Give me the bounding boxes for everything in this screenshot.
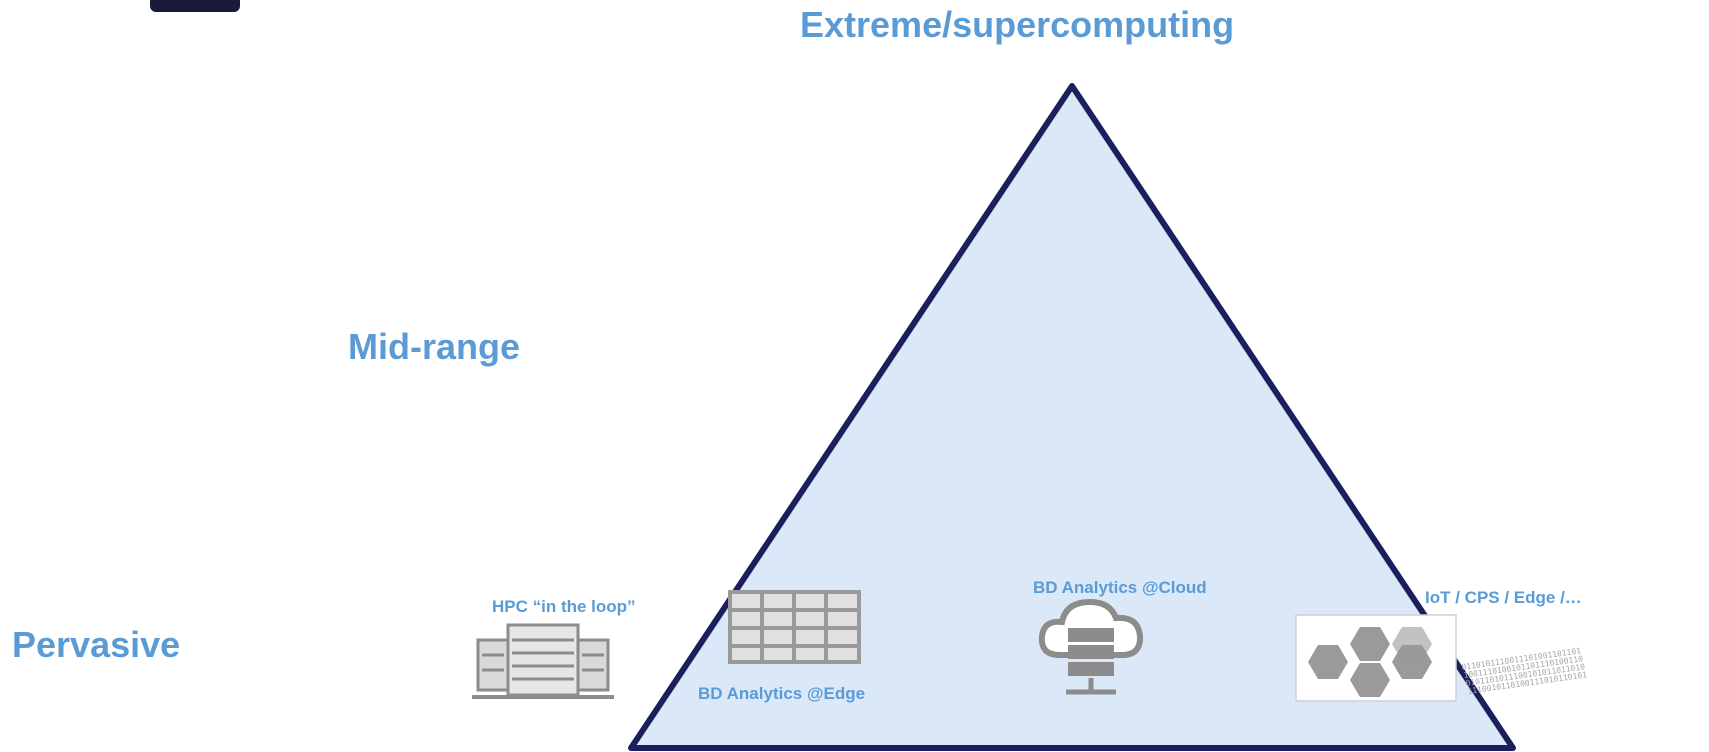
server-rack-icon — [472, 623, 614, 699]
iot-hexagon-icon — [1295, 614, 1457, 702]
analytics-dashboard-icon — [728, 590, 861, 664]
level-middle-label: Mid-range — [348, 326, 521, 367]
edge-analytics-label: BD Analytics @Edge — [698, 684, 866, 703]
cloud-analytics-label: BD Analytics @Cloud — [1033, 578, 1207, 597]
iot-label: IoT / CPS / Edge /… — [1425, 588, 1582, 607]
hpc-loop-label: HPC “in the loop” — [492, 597, 636, 616]
level-bottom-label: Pervasive — [12, 624, 181, 665]
title-fragment — [150, 0, 240, 12]
pyramid-triangle — [628, 83, 1516, 751]
cloud-server-icon — [1038, 598, 1144, 695]
binary-stream-icon: 0110101110011101001101101 10011101001011… — [1461, 646, 1588, 696]
level-top-label: Extreme/supercomputing — [800, 4, 1235, 45]
